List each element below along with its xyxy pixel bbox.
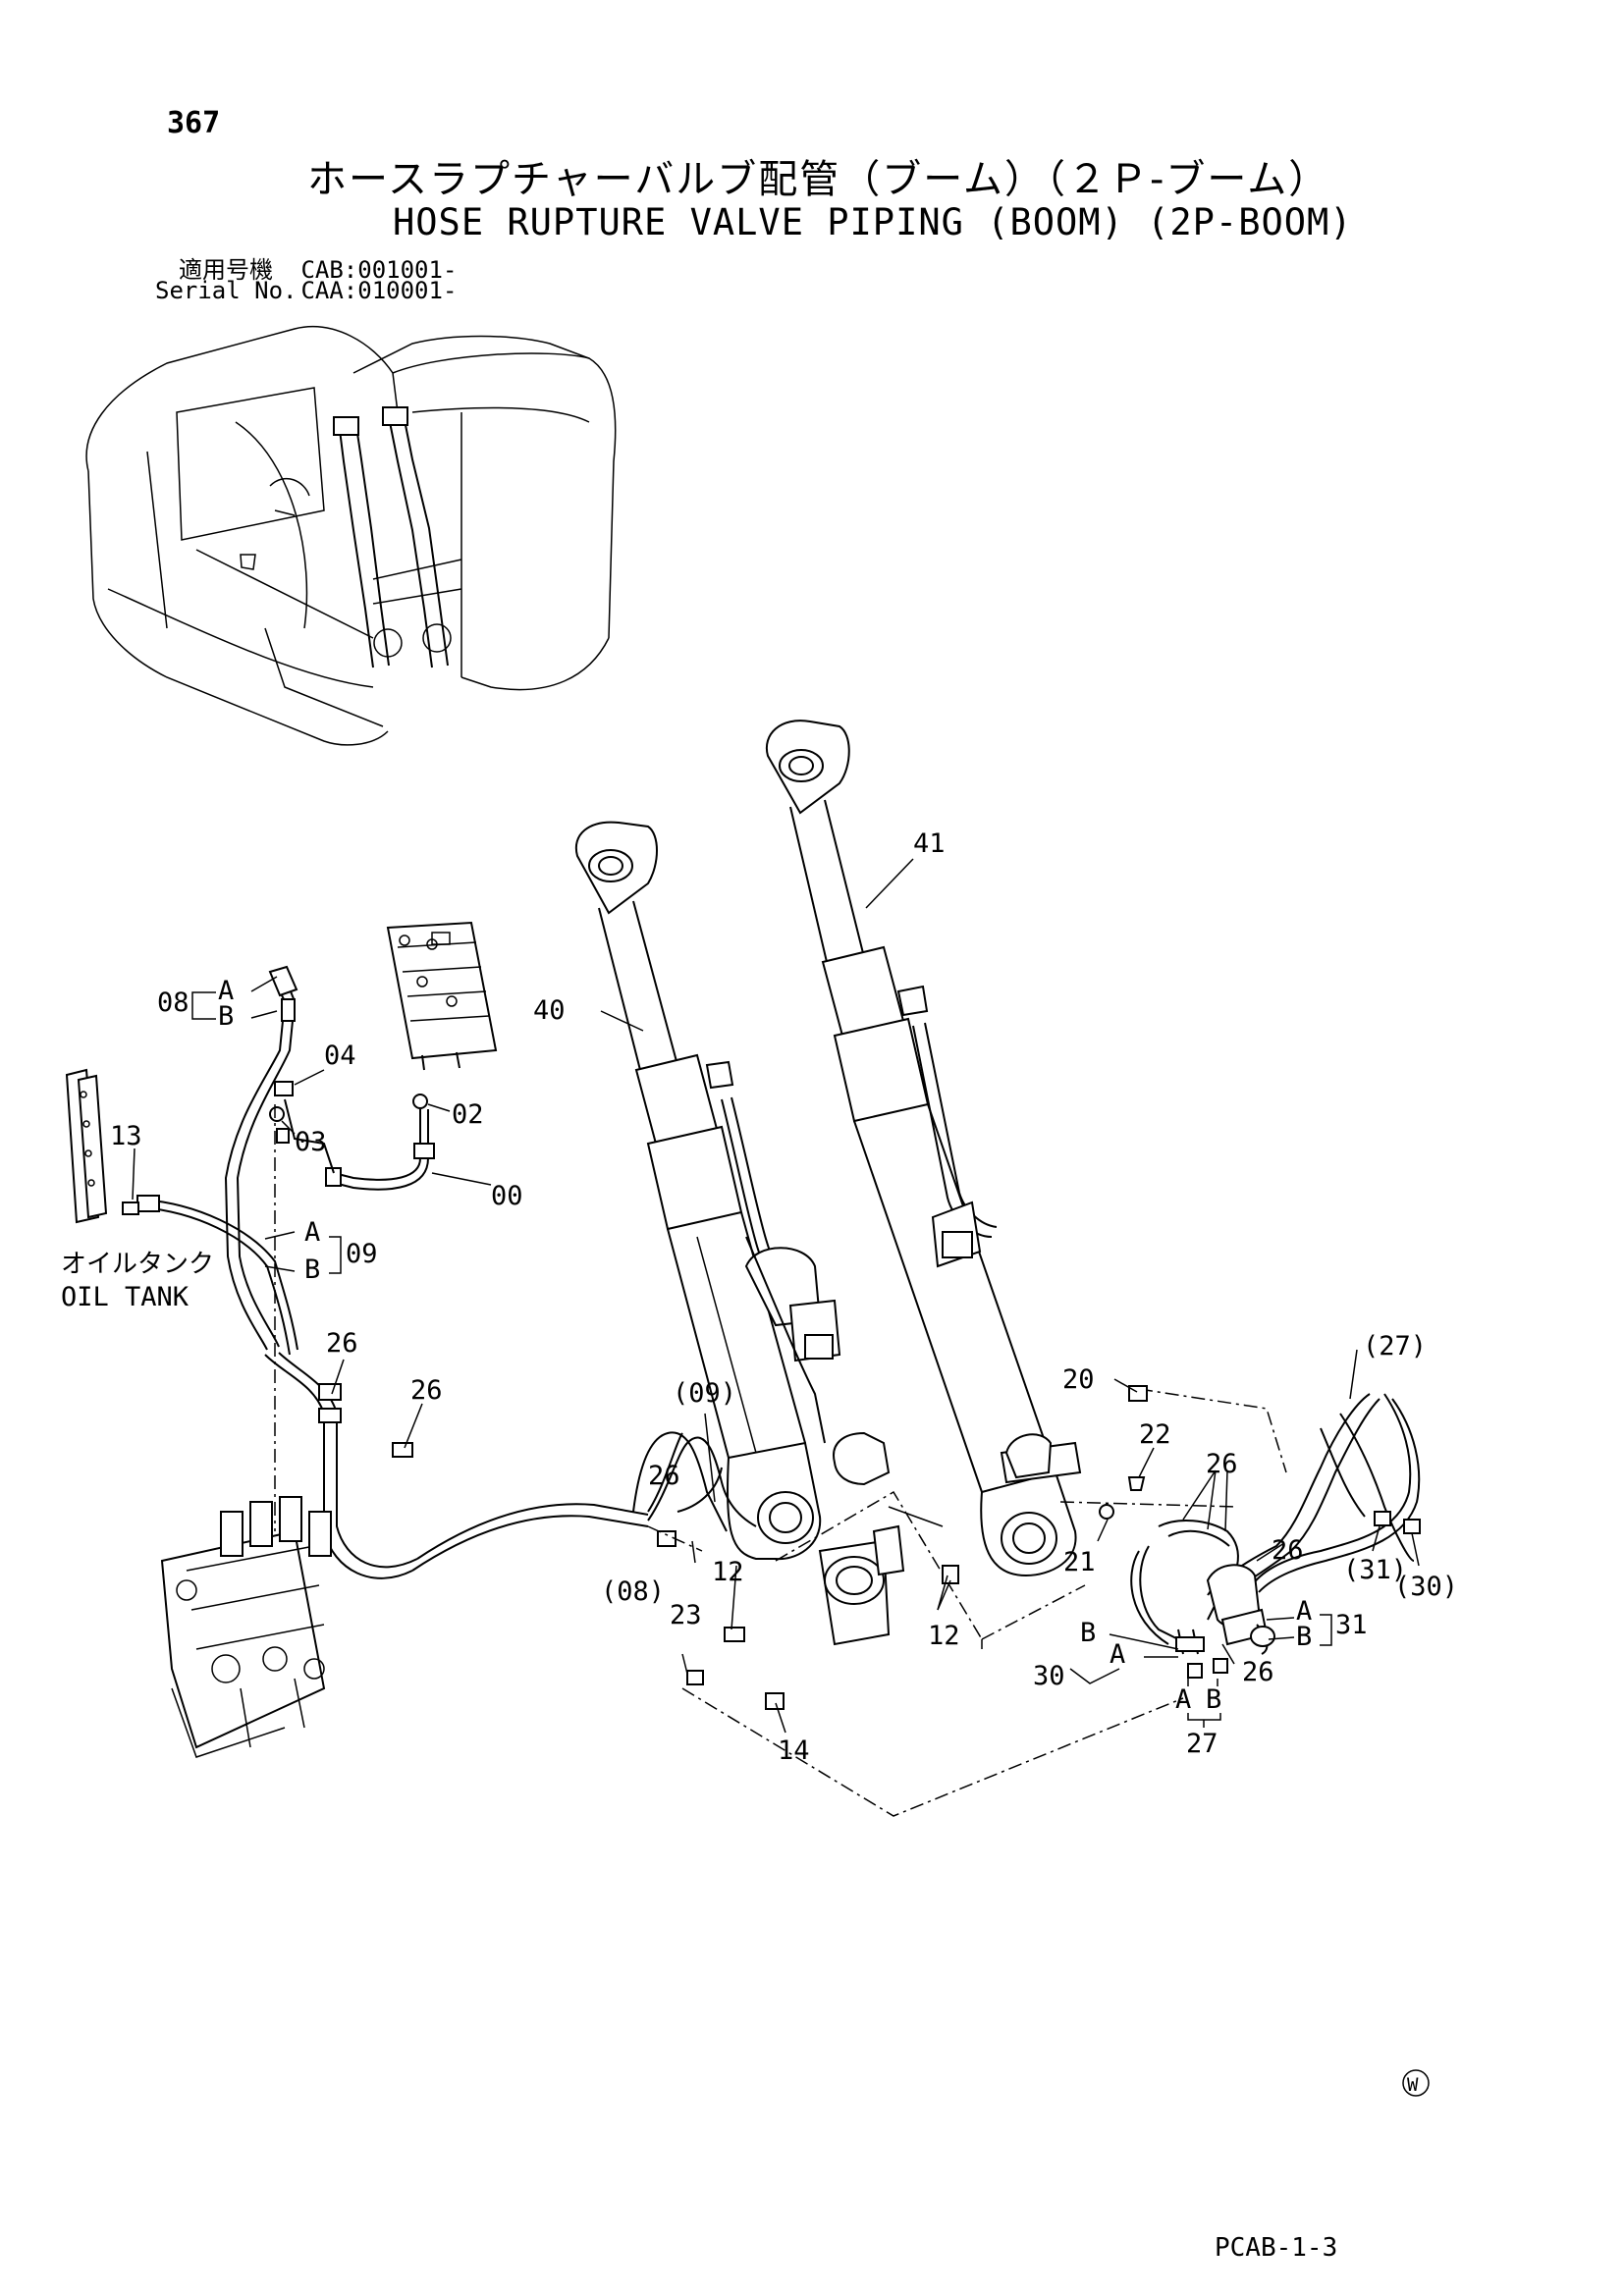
hose-08-09-runs (136, 965, 757, 1579)
callout-13: 13 (110, 1121, 142, 1151)
callout-27-b: B (1206, 1684, 1221, 1715)
callout-27-a: A (1175, 1684, 1191, 1715)
callout-31-a: A (1296, 1596, 1312, 1627)
fitting-03-04 (269, 1081, 294, 1144)
title-japanese: ホースラプチャーバルブ配管（ブーム）（２Ｐ-ブーム） (307, 157, 1330, 202)
hose-00 (284, 1098, 435, 1191)
callout-09-a: A (304, 1217, 320, 1248)
callout-12-a: 12 (712, 1557, 744, 1587)
callout-31: 31 (1335, 1610, 1368, 1640)
callout-08-paren: (08) (601, 1576, 665, 1607)
callout-41: 41 (913, 828, 946, 859)
w-mark: W (1402, 2069, 1430, 2097)
callout-21: 21 (1063, 1547, 1096, 1577)
callout-02: 02 (452, 1099, 484, 1130)
callout-00: 00 (491, 1181, 523, 1211)
callout-30-a: A (1110, 1639, 1125, 1670)
callout-26-a: 26 (326, 1328, 358, 1359)
callout-08-a: A (218, 976, 234, 1006)
w-mark-letter: W (1407, 2074, 1419, 2096)
callout-31-b: B (1296, 1622, 1312, 1652)
callout-26-c: 26 (648, 1461, 680, 1491)
callout-20: 20 (1062, 1364, 1095, 1395)
callout-09: 09 (346, 1239, 378, 1269)
oil-tank-label-en: OIL TANK (61, 1282, 189, 1312)
callout-labels: 08 A B 04 02 03 00 13 A B 09 オイルタンク OIL … (61, 828, 1458, 1766)
callout-leaders (132, 858, 1420, 1734)
callout-08-b: B (218, 1001, 234, 1032)
serial-line-1: 適用号機 CAB:001001- (155, 250, 457, 285)
callout-26-d: 26 (1206, 1449, 1238, 1479)
main-valve-assembly (160, 1496, 332, 1758)
callout-22: 22 (1139, 1419, 1171, 1450)
callout-08: 08 (157, 988, 189, 1018)
callout-09-paren: (09) (673, 1378, 736, 1409)
callout-30: 30 (1033, 1661, 1065, 1691)
title-english: HOSE RUPTURE VALVE PIPING (BOOM) (2P-BOO… (393, 201, 1353, 243)
callout-09-b: B (304, 1255, 320, 1285)
control-valve (386, 921, 498, 1109)
serial-line-2: Serial No. CAA:010001- (155, 277, 457, 304)
callout-40: 40 (533, 995, 566, 1026)
callout-27: 27 (1186, 1729, 1218, 1759)
page-number: 367 (167, 106, 221, 140)
oil-tank-label-jp: オイルタンク (61, 1250, 214, 1279)
serial-value: CAB:001001- (300, 256, 458, 284)
callout-30-b: B (1080, 1618, 1096, 1648)
serial-value: CAA:010001- (300, 277, 458, 304)
hoses-27-30-31 (1130, 1393, 1421, 1679)
machine-inset (85, 326, 617, 746)
callout-26-f: 26 (1242, 1657, 1274, 1687)
callout-26-e: 26 (1272, 1535, 1304, 1566)
serial-label: 適用号機 (179, 256, 273, 284)
boom-cylinder-41 (765, 720, 1082, 1577)
callout-04: 04 (324, 1041, 356, 1071)
oil-tank-block (65, 1068, 139, 1224)
boom-cylinder-40 (574, 821, 905, 1646)
callout-31-paren: (31) (1343, 1555, 1407, 1585)
drawing-code: PCAB-1-3 (1215, 2233, 1338, 2263)
small-fittings (686, 1385, 1148, 1710)
leader-lines (274, 1104, 1287, 1817)
callout-14: 14 (778, 1735, 810, 1766)
callout-23: 23 (670, 1600, 702, 1630)
callout-12-b: 12 (928, 1621, 960, 1651)
callout-27-paren: (27) (1363, 1331, 1427, 1362)
callout-03: 03 (295, 1127, 327, 1157)
callout-26-b: 26 (410, 1375, 443, 1406)
callout-30-paren: (30) (1394, 1572, 1458, 1602)
